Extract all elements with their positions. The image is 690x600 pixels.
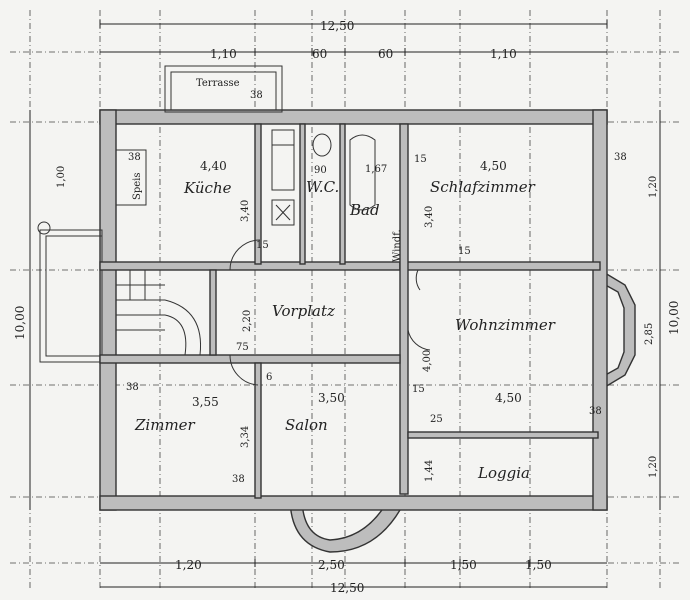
staircase: [115, 269, 211, 356]
terrace: [164, 65, 283, 113]
wall-mark: 15: [458, 246, 471, 257]
wall-mark: 38: [232, 474, 245, 485]
top-dim-right: 1,10: [490, 47, 517, 61]
wall-mark: 75: [236, 342, 249, 353]
right-upper-dim: 1,20: [648, 176, 659, 198]
bottom-dim-salon: 2,50: [318, 558, 345, 572]
entry-porch: [37, 221, 103, 363]
bedroom-size-a: 4,50: [480, 159, 507, 173]
vestibule-label: Windf.: [392, 229, 403, 262]
room-size-a: 3,55: [192, 395, 219, 409]
overall-height-right: 10,00: [667, 301, 681, 335]
left-upper-dim: 1,00: [56, 166, 67, 188]
wall-mark: 15: [412, 384, 425, 395]
interior-walls: [99, 123, 601, 499]
top-dim-wc: 60: [312, 47, 327, 61]
wall-mark: 38: [126, 382, 139, 393]
bottom-dim-loggia-b: 1,50: [525, 558, 552, 572]
wall-mark: 38: [589, 406, 602, 417]
pantry-label: Speis: [132, 173, 143, 201]
living-room-size-a: 4,00: [422, 350, 433, 372]
salon-label: Salon: [285, 416, 328, 434]
overall-height-left: 10,00: [13, 306, 27, 340]
wc-label: W.C.: [306, 178, 339, 196]
loggia-label: Loggia: [477, 464, 530, 482]
wall-mark: 15: [414, 154, 427, 165]
hall-label: Vorplatz: [272, 302, 335, 320]
top-dim-bath: 60: [378, 47, 393, 61]
top-dim-left: 1,10: [210, 47, 237, 61]
bedroom-label: Schlafzimmer: [430, 178, 536, 196]
bottom-dim-left: 1,20: [175, 558, 202, 572]
bath-fixtures: [312, 133, 376, 211]
wall-mark: 15: [256, 240, 269, 251]
salon-size: 3,50: [318, 391, 345, 405]
wc-size: 90: [314, 165, 327, 176]
right-mid-dim: 2,85: [644, 323, 655, 345]
wall-mark: 38: [250, 90, 263, 101]
wall-mark: 6: [266, 372, 272, 383]
kitchen-fixtures: [115, 129, 295, 226]
dimension-lines: [29, 20, 661, 588]
outer-walls: [99, 109, 608, 511]
right-lower-dim: 1,20: [648, 456, 659, 478]
room-size-b: 3,34: [240, 426, 251, 448]
loggia-size: 1,44: [424, 460, 435, 482]
door-swings: [229, 239, 431, 386]
wall-mark: 38: [128, 152, 141, 163]
bedroom-size-b: 3,40: [424, 206, 435, 228]
room-label: Zimmer: [134, 416, 196, 434]
kitchen-label: Küche: [183, 179, 232, 197]
wall-mark: 25: [430, 414, 443, 425]
kitchen-size-b: 3,40: [240, 200, 251, 222]
terrace-label: Terrasse: [196, 78, 240, 89]
hall-size: 2,20: [242, 310, 253, 332]
wall-mark: 38: [614, 152, 627, 163]
bottom-dim-loggia-a: 1,50: [450, 558, 477, 572]
kitchen-size-a: 4,40: [200, 159, 227, 173]
overall-width-top: 12,50: [320, 19, 354, 33]
bath-label: Bad: [349, 201, 380, 219]
bath-size: 1,67: [365, 164, 387, 175]
living-room-label: Wohnzimmer: [455, 316, 556, 334]
overall-width-bottom: 12,50: [330, 581, 364, 595]
living-room-size-b: 4,50: [495, 391, 522, 405]
